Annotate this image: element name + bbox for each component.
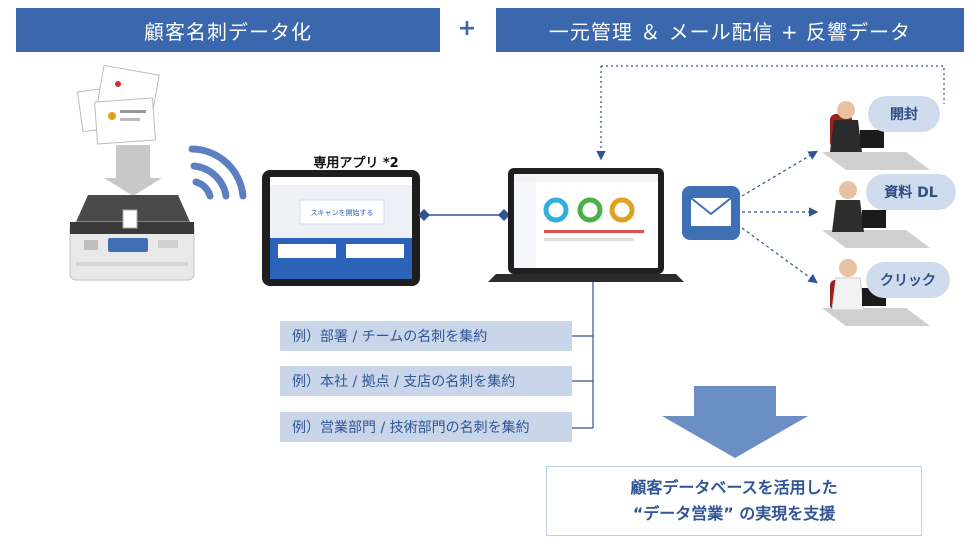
- header-right-title: 一元管理 ＆ メール配信 + 反響データ: [548, 19, 912, 44]
- header-plus: +: [457, 16, 477, 41]
- header-right-banner: 一元管理 ＆ メール配信 + 反響データ: [496, 8, 964, 52]
- result-line-2: “データ営業” の実現を支援: [632, 504, 836, 523]
- tablet-scan-button: スキャンを開始する: [310, 209, 374, 217]
- bubble-opened: 開封: [868, 96, 940, 132]
- envelope-icon: [682, 186, 740, 240]
- laptop-icon: [488, 168, 684, 282]
- example-department: 例）部署 / チームの名刺を集約: [280, 321, 572, 351]
- scanner-icon: [69, 195, 195, 281]
- feed-arrow: [104, 145, 162, 196]
- result-box: 顧客データベースを活用した “データ営業” の実現を支援: [546, 466, 922, 536]
- tablet-icon: [262, 170, 420, 286]
- business-cards-icon: [76, 64, 160, 145]
- result-line-1: 顧客データベースを活用した: [630, 478, 838, 497]
- bubble-click: クリック: [866, 262, 950, 298]
- header-left-banner: 顧客名刺データ化: [16, 8, 440, 52]
- result-down-arrow: [662, 386, 808, 458]
- person-opened-icon: [822, 101, 930, 170]
- app-label: 専用アプリ *2: [313, 156, 399, 171]
- example-division: 例）営業部門 / 技術部門の名刺を集約: [280, 412, 572, 442]
- example-branch: 例）本社 / 拠点 / 支店の名刺を集約: [280, 366, 572, 396]
- bubble-download: 資料 DL: [866, 174, 956, 210]
- header-left-title: 顧客名刺データ化: [144, 19, 312, 44]
- person-download-icon: [822, 181, 930, 248]
- wifi-icon: [188, 145, 247, 200]
- person-click-icon: [822, 259, 930, 326]
